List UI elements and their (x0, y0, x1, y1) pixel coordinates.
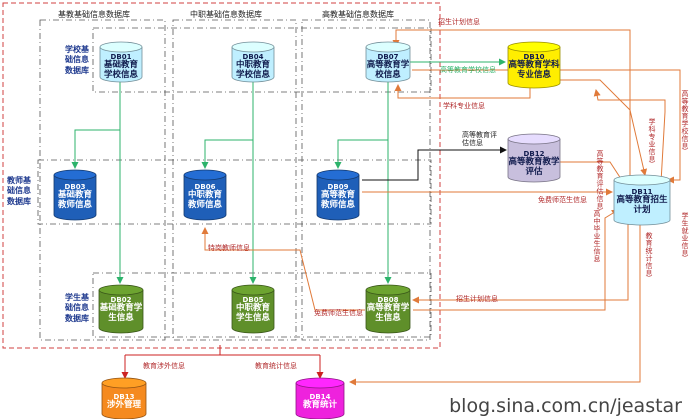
edge-db11-db14 (349, 225, 641, 386)
edge-db04-db06 (201, 80, 254, 169)
edge-label-mianfei-2: 免费师范生信息 (314, 309, 363, 317)
edge-label-jiuye: 学生就业信息 (681, 212, 690, 257)
db04-cylinder (231, 41, 275, 83)
column-box-basic (39, 19, 166, 341)
edge-db11-db08 (412, 215, 629, 304)
edge-label-xueke-2: 学科专业信息 (648, 118, 657, 163)
db10-cylinder (507, 41, 561, 89)
column-label-higher: 高教基础信息数据库 (322, 10, 394, 19)
edge-db11-db07-side (593, 89, 666, 201)
db05-cylinder (231, 284, 275, 334)
edge-db09-db12 (362, 146, 507, 181)
row-box-student (92, 272, 432, 338)
db11-cylinder (613, 174, 671, 226)
column-label-basic: 基教基础信息数据库 (58, 10, 130, 19)
edge-db08-db11 (413, 209, 619, 311)
edge-db07-db09 (334, 80, 389, 169)
db02-cylinder (98, 284, 144, 334)
db01-cylinder (99, 41, 143, 83)
db03-cylinder (53, 169, 97, 221)
column-box-vocational (172, 19, 297, 341)
edge-label-gaodeng-xuexiao: 高等教育学校信息 (440, 66, 496, 74)
column-label-vocational: 中职基础信息数据库 (190, 10, 262, 19)
edge-db10-db07 (394, 84, 531, 99)
edge-label-zhaosheng-top: 招生计划信息 (438, 18, 480, 26)
row-label-student: 学生基础信息数据库 (65, 293, 89, 323)
watermark: blog.sina.com.cn/jeastar (449, 395, 682, 417)
db09-cylinder (316, 169, 360, 221)
edge-label-tegang: 特岗教师信息 (208, 244, 250, 252)
edge-label-mianfei-1: 免费师范生信息 (538, 196, 587, 204)
edge-db01-db03 (71, 80, 121, 169)
edge-label-xueke-1: 学科专业信息 (443, 102, 485, 110)
outer-boundary (2, 2, 441, 349)
edge-db11-db07-top (392, 29, 631, 178)
edge-label-pinggu-vert: 高等教育评估信息 (596, 150, 605, 210)
edge-label-pinggu: 高等教育评估信息 (462, 131, 497, 148)
edge-label-gaodeng-xuexiao-vert: 高等教育学校信息 (681, 90, 690, 150)
edge-db08-db06 (201, 227, 365, 311)
column-box-higher (301, 19, 431, 341)
edge-label-shewai: 教育涉外信息 (143, 362, 185, 370)
db08-cylinder (365, 284, 411, 334)
edge-db10-db11 (555, 79, 648, 176)
edge-label-gaozhong: 高中毕业生信息 (593, 210, 602, 263)
row-label-teacher: 教师基础信息数据库 (7, 176, 31, 206)
edge-main-bottom (125, 345, 320, 356)
db13-cylinder (101, 377, 147, 419)
row-box-school (92, 27, 432, 93)
db12-cylinder (507, 133, 561, 183)
edge-label-zhaosheng-bottom: 招生计划信息 (456, 295, 498, 303)
edge-label-tongji-bottom: 教育统计信息 (255, 362, 297, 370)
edge-label-tongji-vert: 教育统计信息 (645, 232, 654, 277)
db06-cylinder (183, 169, 227, 221)
db07-cylinder (365, 41, 411, 83)
row-label-school: 学校基础信息数据库 (65, 45, 89, 75)
